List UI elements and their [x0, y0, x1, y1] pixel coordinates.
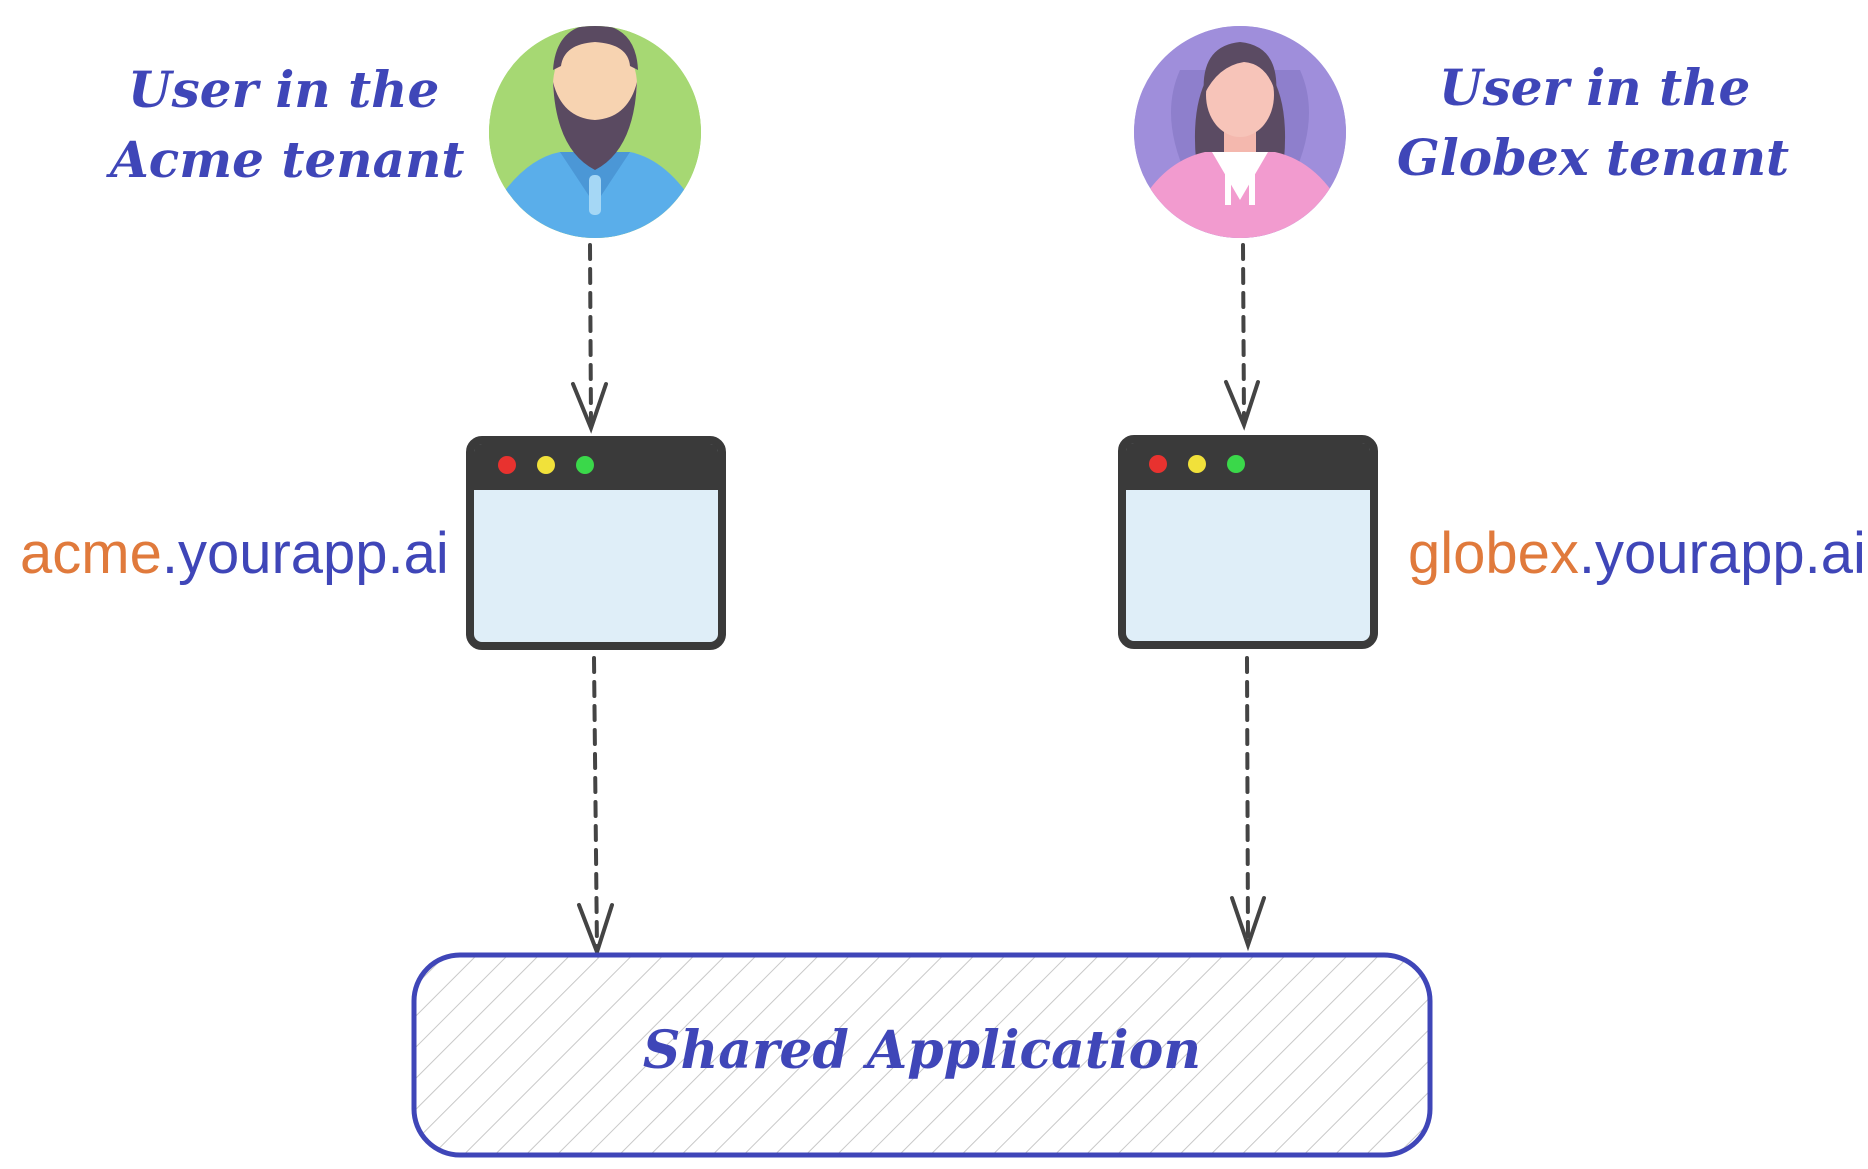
bearded-man-avatar-icon: [489, 26, 701, 238]
acme-user-label-line2: Acme tenant: [110, 130, 465, 189]
browser-window-icon: [466, 436, 726, 650]
globex-subdomain: globex: [1408, 521, 1579, 586]
shared-application-label: Shared Application: [642, 1019, 1202, 1081]
acme-user-label-line1: User in the: [128, 60, 440, 119]
acme-subdomain: acme: [20, 521, 162, 586]
browser-window-icon: [1118, 435, 1378, 649]
globex-user-label-line2: Globex tenant: [1397, 128, 1790, 187]
woman-avatar-icon: [1134, 26, 1346, 238]
acme-user-label: User in the Acme tenant: [110, 55, 464, 195]
arrow-acme-to-browser: [571, 243, 608, 434]
arrow-globex-to-browser: [1224, 243, 1260, 431]
arrow-globex-to-shared-app: [1230, 656, 1266, 952]
globex-user-label: User in the Globex tenant: [1397, 53, 1789, 193]
acme-domain-label: acme.yourapp.ai: [20, 519, 449, 589]
acme-domain-suffix: .yourapp.ai: [161, 521, 449, 586]
globex-user-label-line1: User in the: [1439, 58, 1751, 117]
globex-domain-label: globex.yourapp.ai: [1408, 519, 1866, 589]
arrow-acme-to-shared-app: [577, 656, 614, 959]
globex-domain-suffix: .yourapp.ai: [1578, 521, 1866, 586]
shared-application-box: [411, 952, 1433, 1158]
